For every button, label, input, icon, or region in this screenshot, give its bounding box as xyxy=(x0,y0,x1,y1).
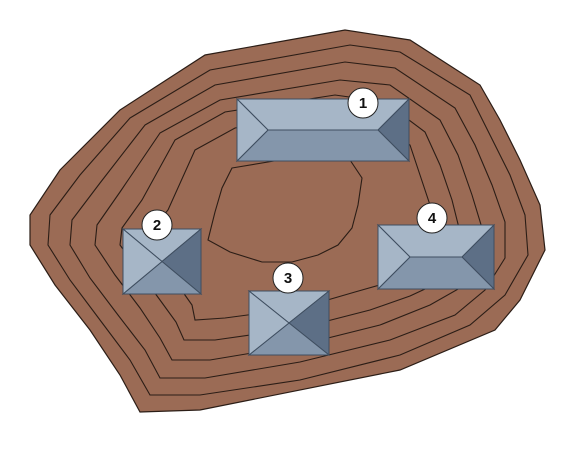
contour-line xyxy=(94,79,483,361)
label-circle xyxy=(416,202,448,234)
building-1 xyxy=(235,97,411,163)
contour-line xyxy=(47,44,529,396)
contour-line xyxy=(207,159,363,263)
building-label-4: 4 xyxy=(416,202,448,234)
building-4 xyxy=(376,223,496,291)
contour-line xyxy=(69,61,506,379)
roof-face-west xyxy=(236,97,269,163)
building-label-3: 3 xyxy=(272,262,304,294)
label-circle xyxy=(272,262,304,294)
roof-face-west xyxy=(122,227,163,296)
label-circle xyxy=(347,87,379,119)
building-labels: 1 2 3 4 xyxy=(141,87,448,294)
building-label-1: 1 xyxy=(347,87,379,119)
building-2 xyxy=(121,227,203,296)
roof-face-west xyxy=(248,289,290,357)
label-number: 3 xyxy=(284,270,292,287)
building-3 xyxy=(247,289,331,357)
building-label-2: 2 xyxy=(141,209,173,241)
label-number: 4 xyxy=(428,210,437,227)
label-number: 2 xyxy=(153,217,161,234)
label-number: 1 xyxy=(359,95,367,112)
label-circle xyxy=(141,209,173,241)
buildings xyxy=(121,97,496,357)
roof-face-west xyxy=(377,223,411,291)
